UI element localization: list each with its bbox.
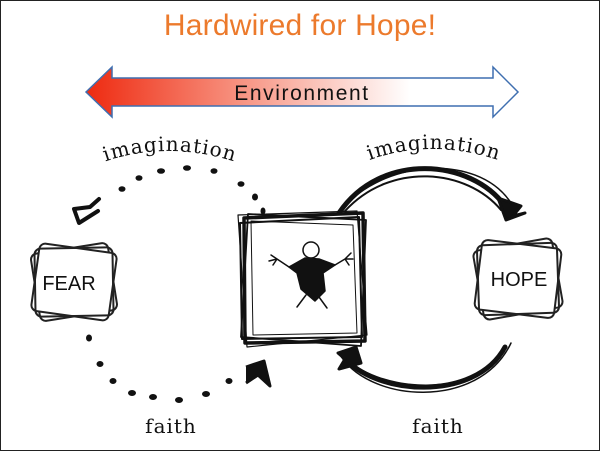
environment-arrow: Environment xyxy=(84,65,520,119)
fear-loop-dotted xyxy=(86,165,266,403)
imagination-label-left-path: imagination xyxy=(99,132,238,166)
faith-label-left: faith xyxy=(145,414,197,438)
imagination-label-right-path: imagination xyxy=(363,130,503,165)
faith-label-right: faith xyxy=(412,414,464,438)
hope-label: HOPE xyxy=(491,269,548,291)
slide-title: Hardwired for Hope! xyxy=(163,9,437,42)
fear-loop-arrowhead-top xyxy=(72,197,101,225)
hope-loop-solid xyxy=(334,166,512,393)
hope-loop-arrowhead-top xyxy=(496,196,527,222)
hope-loop-arrowhead-bottom xyxy=(336,345,363,371)
fear-label: FEAR xyxy=(42,273,95,295)
environment-arrow-shape xyxy=(84,65,520,119)
fear-loop-arrowhead-bottom xyxy=(245,359,272,388)
imagination-label-right: imagination xyxy=(363,130,504,165)
environment-label: Environment xyxy=(234,82,370,105)
person-jumping-icon xyxy=(268,241,354,309)
fear-box: FEAR xyxy=(30,242,118,322)
imagination-label-left: imagination xyxy=(99,132,239,166)
hope-box: HOPE xyxy=(472,237,564,321)
